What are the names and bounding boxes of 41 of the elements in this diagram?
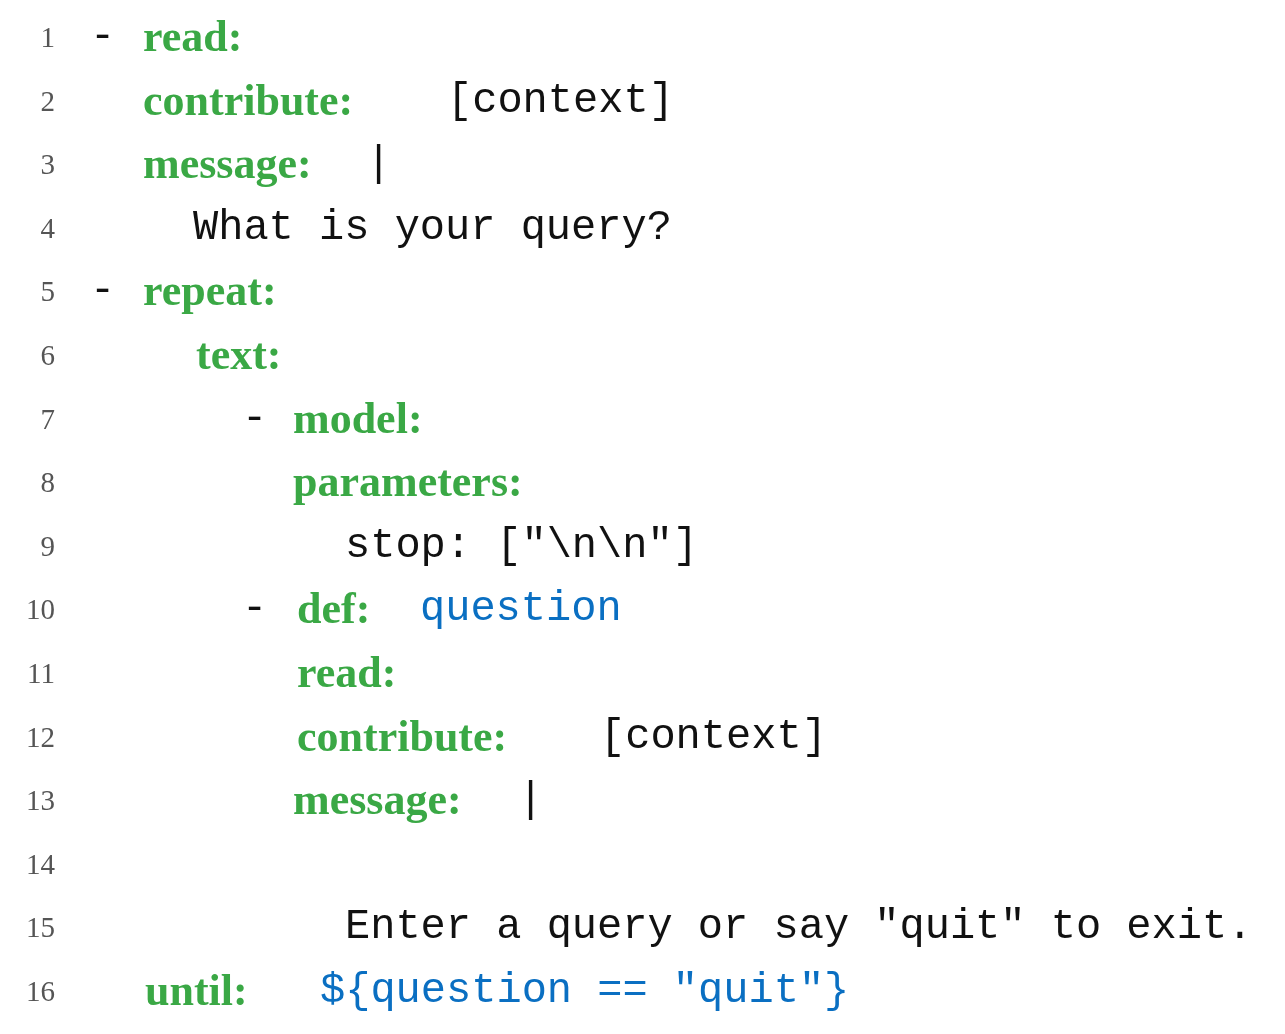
line-number: 1 <box>39 20 55 55</box>
yaml-key: message: <box>293 772 462 829</box>
line-number: 14 <box>25 846 55 882</box>
line-number: 11 <box>26 656 55 691</box>
line-number: 3 <box>39 147 55 183</box>
variable-reference: ${question == "quit"} <box>320 966 850 1017</box>
line-number: 10 <box>25 592 55 628</box>
line-number: 7 <box>39 401 55 437</box>
yaml-key: repeat: <box>143 263 277 320</box>
list-dash: - <box>242 584 268 636</box>
code-text: [context] <box>447 75 674 127</box>
yaml-key: text: <box>196 327 282 383</box>
yaml-key: until: <box>145 963 248 1019</box>
code-text: What is your query? <box>193 202 672 254</box>
list-dash: - <box>242 393 268 445</box>
code-text: stop: ["\n\n"] <box>345 520 698 572</box>
line-number: 5 <box>39 274 55 310</box>
yaml-key: contribute: <box>297 708 508 765</box>
line-number: 4 <box>39 210 55 246</box>
line-number: 9 <box>39 528 55 564</box>
variable-reference: question <box>420 584 622 636</box>
yaml-key: parameters: <box>293 454 523 511</box>
code-text: [context] <box>600 711 827 763</box>
yaml-key: model: <box>293 390 423 447</box>
line-number: 16 <box>25 974 55 1009</box>
yaml-key: read: <box>143 9 243 65</box>
code-text: | <box>518 775 544 827</box>
yaml-key: def: <box>297 581 371 638</box>
yaml-key: read: <box>297 645 397 701</box>
code-text: | <box>366 139 392 191</box>
line-number: 13 <box>25 783 55 819</box>
line-number: 15 <box>25 910 55 946</box>
line-number: 8 <box>39 465 55 501</box>
line-number: 6 <box>39 338 55 373</box>
yaml-key: message: <box>143 136 312 193</box>
list-dash: - <box>90 266 116 318</box>
yaml-key: contribute: <box>143 72 354 129</box>
line-number: 12 <box>25 719 55 755</box>
line-number: 2 <box>39 83 55 119</box>
list-dash: - <box>90 12 116 63</box>
code-text: Enter a query or say "quit" to exit. <box>345 902 1253 954</box>
